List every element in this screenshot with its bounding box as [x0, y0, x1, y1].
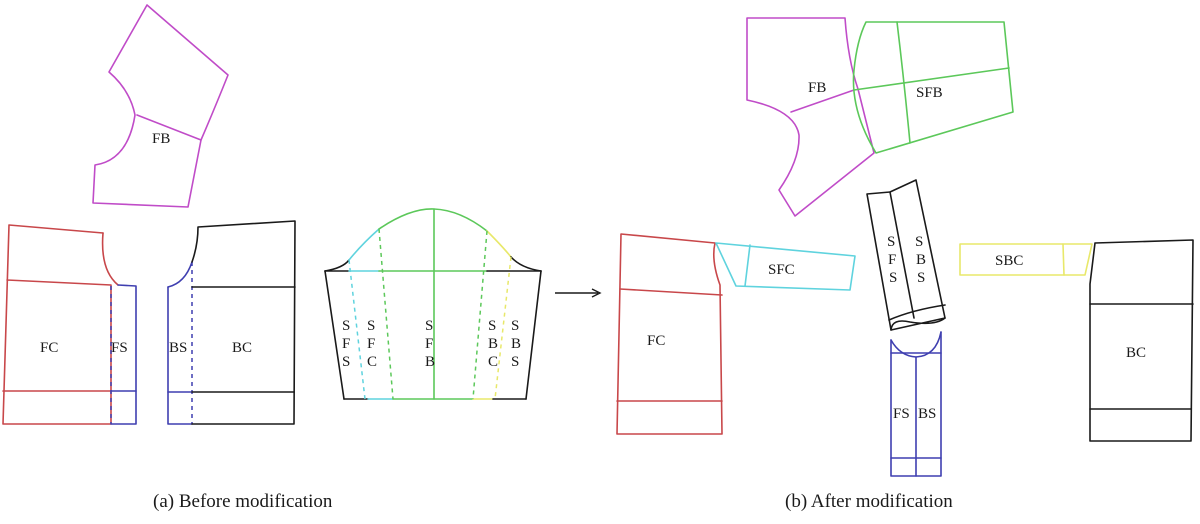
side-sleeve-label-sbs: S B S: [915, 234, 926, 286]
label-fs-modified: FS: [893, 406, 910, 422]
label-sbc: SBC: [995, 253, 1023, 269]
svg-text:S: S: [488, 318, 496, 334]
svg-text:S: S: [887, 234, 895, 250]
sleeve-back-center-piece: SBC: [959, 243, 1093, 276]
label-sfb: SFB: [916, 85, 943, 101]
label-bc-modified: BC: [1126, 345, 1146, 361]
svg-text:S: S: [915, 234, 923, 250]
svg-text:F: F: [888, 252, 896, 268]
svg-text:C: C: [488, 354, 498, 370]
sleeve-label-sfc: S F C: [367, 318, 377, 370]
svg-text:B: B: [425, 354, 435, 370]
svg-text:F: F: [425, 336, 433, 352]
svg-text:S: S: [889, 270, 897, 286]
back-center-piece: BC: [191, 220, 296, 425]
back-side-piece: BS: [167, 261, 193, 425]
side-sleeve-label-sfs: S F S: [887, 234, 897, 286]
svg-text:S: S: [511, 354, 519, 370]
label-sfc: SFC: [768, 262, 795, 278]
svg-text:S: S: [425, 318, 433, 334]
panel-after: FB SFB FC SFC S: [616, 17, 1194, 477]
sleeve-label-sfs: S F S: [342, 318, 350, 370]
svg-text:F: F: [342, 336, 350, 352]
label-fc: FC: [40, 340, 58, 356]
sleeve-front-center-piece: SFC: [715, 242, 856, 291]
front-back-side-piece: FS BS: [890, 331, 942, 477]
svg-text:C: C: [367, 354, 377, 370]
front-center-piece: FC: [2, 224, 119, 425]
svg-text:B: B: [511, 336, 521, 352]
caption-after: (b) After modification: [785, 491, 953, 512]
label-bc: BC: [232, 340, 252, 356]
svg-text:S: S: [367, 318, 375, 334]
front-bodice-piece-modified: FB: [746, 17, 875, 217]
front-side-piece: FS: [110, 284, 137, 425]
svg-text:B: B: [916, 252, 926, 268]
sleeve-front-bodice-piece: SFB: [852, 21, 1014, 154]
transformation-arrow-icon: [555, 288, 602, 298]
svg-text:S: S: [342, 318, 350, 334]
panel-before: FB FC FS BS BC: [2, 4, 542, 425]
sleeve-label-sbs: S B S: [511, 318, 521, 370]
label-fb: FB: [152, 131, 170, 147]
side-sleeve-piece: S F S S B S: [866, 179, 946, 331]
label-bs: BS: [169, 340, 187, 356]
svg-text:S: S: [917, 270, 925, 286]
svg-text:B: B: [488, 336, 498, 352]
label-fc-modified: FC: [647, 333, 665, 349]
sleeve-label-sbc: S B C: [488, 318, 498, 370]
label-fs: FS: [111, 340, 128, 356]
label-fb-modified: FB: [808, 80, 826, 96]
sleeve-label-sfb: S F B: [425, 318, 435, 370]
front-bodice-piece: FB: [92, 4, 229, 208]
front-center-piece-modified: FC: [616, 233, 723, 435]
caption-before: (a) Before modification: [153, 491, 333, 512]
svg-text:F: F: [367, 336, 375, 352]
label-bs-modified: BS: [918, 406, 936, 422]
sleeve-piece: S F S S F C S F B S B C S B S: [324, 208, 542, 400]
back-center-piece-modified: BC: [1089, 239, 1194, 442]
svg-text:S: S: [511, 318, 519, 334]
svg-text:S: S: [342, 354, 350, 370]
